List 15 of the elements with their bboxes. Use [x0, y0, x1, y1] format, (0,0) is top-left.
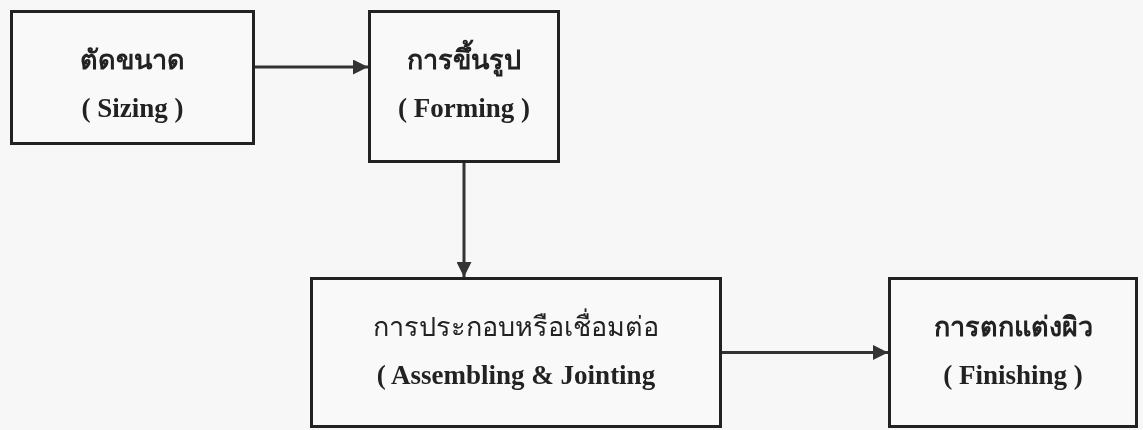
- step-subtitle: ( Forming ): [398, 93, 530, 124]
- step-subtitle: ( Assembling & Jointing: [376, 360, 656, 391]
- process-box: [888, 277, 1138, 428]
- step-subtitle: ( Sizing ): [81, 93, 184, 124]
- process-box: [310, 277, 722, 428]
- process-box: [10, 10, 255, 145]
- step-name: การประกอบหรือเชื่อมต่อ: [373, 305, 659, 348]
- step-name: การขึ้นรูป: [407, 38, 521, 81]
- arrow: [255, 59, 368, 75]
- arrow: [722, 345, 888, 360]
- arrow: [456, 163, 472, 277]
- step-name: ตัดขนาด: [80, 44, 185, 77]
- process-box: [368, 10, 560, 163]
- step-name: การตกแต่งผิว: [933, 311, 1093, 344]
- step-subtitle: ( Finishing ): [943, 360, 1083, 391]
